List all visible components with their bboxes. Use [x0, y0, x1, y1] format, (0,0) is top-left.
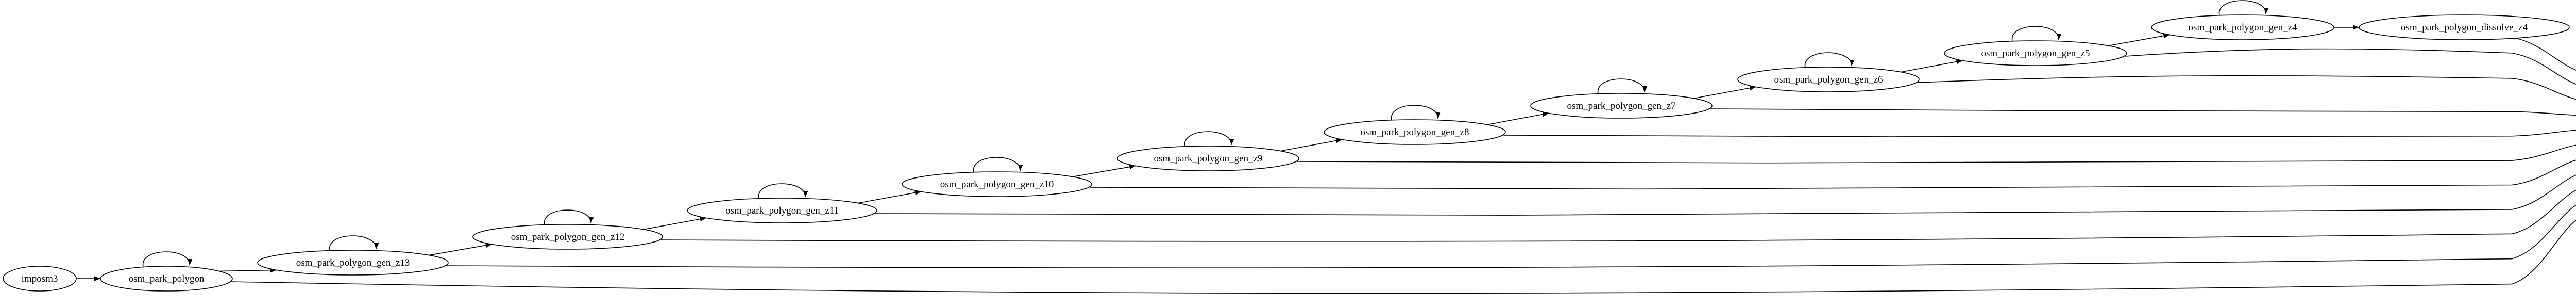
node-label: osm_park_polygon [129, 273, 205, 284]
node-gen-z8[interactable]: osm_park_polygon_gen_z8 [1324, 119, 1506, 145]
node-ellipse [1944, 40, 2127, 66]
chain-edge [429, 243, 492, 256]
node-ellipse [1737, 67, 1920, 92]
self-loop-edge [1598, 78, 1648, 94]
node-gen-z4[interactable]: osm_park_polygon_gen_z4 [2151, 14, 2334, 40]
chain-edge [1901, 59, 1963, 73]
node-label: osm_park_polygon_gen_z10 [940, 179, 1054, 190]
node-label: osm_park_polygon_gen_z9 [1154, 153, 1262, 164]
node-label: osm_park_polygon_gen_z7 [1567, 101, 1675, 111]
node-dissolve-z4[interactable]: osm_park_polygon_dissolve_z4 [2359, 14, 2570, 40]
node-ellipse [1530, 93, 1713, 119]
chain-edge [1280, 138, 1343, 152]
node-label: osm_park_polygon_gen_z4 [2188, 22, 2297, 33]
layer-edge-z12 [660, 189, 2576, 242]
self-loop-edge [329, 235, 379, 251]
self-loop-edge [973, 157, 1023, 173]
self-loop-edge [1184, 131, 1234, 147]
node-ellipse [902, 171, 1092, 197]
layer-edge-z11 [875, 174, 2576, 216]
node-gen-z12[interactable]: osm_park_polygon_gen_z12 [472, 224, 663, 250]
self-loop-edge [544, 209, 594, 225]
layer-edge-z8 [1503, 130, 2576, 138]
node-ellipse [1324, 119, 1506, 145]
chain-edge [219, 267, 277, 273]
node-label: osm_park_polygon_gen_z12 [511, 232, 625, 243]
node-label: osm_park_polygon_dissolve_z4 [2401, 22, 2528, 33]
chain-edge [1073, 164, 1136, 177]
node-label: osm_park_polygon_gen_z13 [296, 257, 410, 268]
node-ellipse [472, 224, 663, 250]
node-gen-z13[interactable]: osm_park_polygon_gen_z13 [257, 250, 449, 276]
chain-edge [858, 190, 921, 204]
node-label: osm_park_polygon_gen_z11 [725, 205, 839, 216]
node-gen-z5[interactable]: osm_park_polygon_gen_z5 [1944, 40, 2127, 66]
layer-edge-z5 [2125, 48, 2576, 85]
node-label: osm_park_polygon_gen_z8 [1360, 127, 1469, 138]
layer-edge-z14plus [231, 219, 2576, 294]
node-ellipse [100, 266, 233, 292]
self-loop-edge [2219, 0, 2269, 16]
node-gen-z11[interactable]: osm_park_polygon_gen_z11 [687, 198, 877, 223]
self-loop-edge [143, 251, 193, 267]
nodes: imposm3 osm_park_polygon osm_park_polygon_… [3, 14, 2570, 292]
node-ellipse [2359, 14, 2570, 40]
node-gen-z6[interactable]: osm_park_polygon_gen_z6 [1737, 67, 1920, 92]
node-imposm3[interactable]: imposm3 [3, 266, 77, 292]
layer-edge-z10 [1090, 159, 2576, 190]
node-gen-z9[interactable]: osm_park_polygon_gen_z9 [1117, 146, 1299, 171]
chain-edge [643, 216, 706, 230]
edges [76, 0, 2576, 294]
chain-edge [1693, 85, 1756, 99]
layer-edge-z13 [446, 204, 2576, 269]
chain-edge [1487, 111, 1549, 125]
node-gen-z10[interactable]: osm_park_polygon_gen_z10 [902, 171, 1092, 197]
layer-edge-z9 [1297, 144, 2576, 164]
self-loop-edge [1391, 105, 1441, 121]
layer-edge-z6 [1917, 75, 2576, 100]
node-ellipse [1117, 146, 1299, 171]
node-osm-park-polygon[interactable]: osm_park_polygon [100, 266, 233, 292]
self-loop-edge [758, 183, 808, 199]
node-ellipse [257, 250, 449, 276]
node-ellipse [687, 198, 877, 223]
node-ellipse [2151, 14, 2334, 40]
node-label: osm_park_polygon_gen_z6 [1774, 74, 1883, 85]
self-loop-edge [1805, 52, 1855, 68]
node-gen-z7[interactable]: osm_park_polygon_gen_z7 [1530, 93, 1713, 119]
node-label: osm_park_polygon_gen_z5 [1981, 48, 2090, 59]
layer-edge-z7 [1710, 108, 2576, 116]
node-label: imposm3 [22, 273, 58, 284]
node-ellipse [3, 266, 77, 292]
self-loop-edge [2012, 26, 2062, 42]
chain-edge [2108, 33, 2170, 46]
